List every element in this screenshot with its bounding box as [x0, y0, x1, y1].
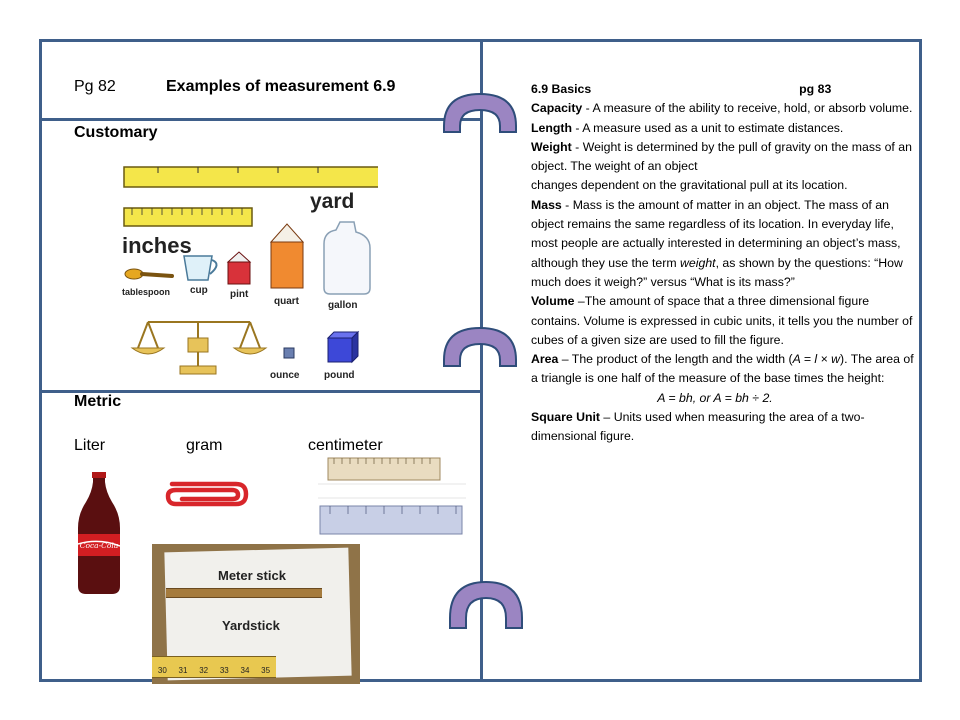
- inch-ruler: [123, 207, 253, 227]
- metric-liter-label: Liter: [74, 437, 106, 454]
- definitions-column: 6.9 Basics pg 83 Capacity - A measure of…: [531, 80, 919, 447]
- definition-volume: Volume –The amount of space that a three…: [531, 294, 913, 347]
- left-page-number: Pg 82: [74, 78, 116, 95]
- paper-clip-image: [165, 481, 249, 507]
- quart-label: quart: [274, 296, 300, 307]
- definition-weight: Weight - Weight is determined by the pul…: [531, 139, 912, 193]
- inches-label: inches: [122, 233, 192, 258]
- centimeter-ruler-image: [318, 457, 466, 535]
- customary-heading: Customary: [74, 124, 158, 141]
- metric-gram-label: gram: [186, 437, 223, 454]
- divider-middle: [39, 390, 483, 393]
- definition-capacity: Capacity - A measure of the ability to r…: [531, 101, 913, 116]
- meter-yardstick-photo: Meter stick Yardstick 30 31 32 33 34 35: [152, 544, 360, 684]
- metric-heading: Metric: [74, 393, 122, 410]
- cup-label: cup: [190, 285, 208, 296]
- metric-centimeter-label: centimeter: [308, 437, 383, 454]
- definition-mass: Mass - Mass is the amount of matter in a…: [531, 197, 903, 289]
- binder-ring-icon: [443, 92, 517, 133]
- binder-ring-icon: [443, 326, 517, 367]
- definition-length: Length - A measure used as a unit to est…: [531, 120, 844, 135]
- gallon-label: gallon: [328, 300, 357, 311]
- definition-area: Area – The product of the length and the…: [531, 352, 914, 386]
- area-formula: A = bh, or A = bh ÷ 2.: [657, 390, 773, 405]
- yardstick-ruler: 30 31 32 33 34 35: [152, 656, 276, 678]
- pound-label: pound: [324, 370, 355, 381]
- yard-label: yard: [310, 190, 354, 213]
- pint-label: pint: [230, 289, 249, 300]
- right-page-frame: [480, 39, 922, 682]
- soda-bottle-image: Coca-Cola: [77, 472, 121, 594]
- section-title: 6.9 Basics: [531, 82, 592, 96]
- left-page-title: Examples of measurement 6.9: [166, 78, 396, 95]
- customary-units-picture: yard inches tablespoon cup pint quart ga…: [88, 152, 378, 390]
- yardstick-label: Yardstick: [222, 618, 280, 633]
- bottle-brand-text: Coca-Cola: [80, 541, 119, 550]
- right-page-number: pg 83: [799, 82, 832, 96]
- divider-top: [39, 118, 483, 121]
- yard-stick: [123, 166, 378, 188]
- meter-stick-label: Meter stick: [218, 568, 286, 583]
- right-page-header: 6.9 Basics pg 83: [531, 80, 919, 99]
- ounce-label: ounce: [270, 370, 300, 381]
- tablespoon-label: tablespoon: [122, 287, 170, 297]
- definition-square-unit: Square Unit – Units used when measuring …: [531, 410, 865, 444]
- binder-ring-icon: [449, 580, 523, 629]
